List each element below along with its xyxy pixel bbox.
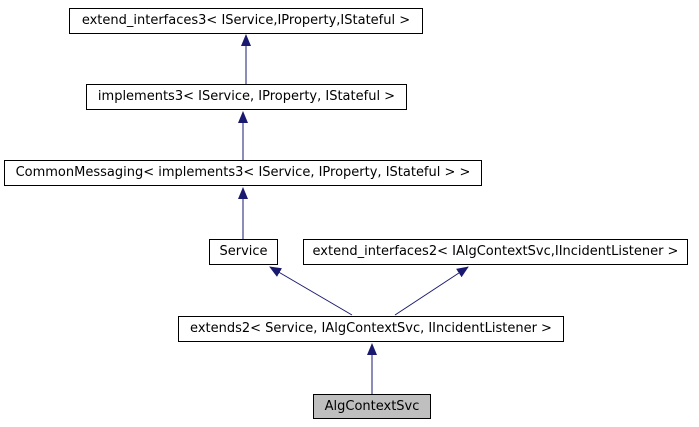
node-extend-interfaces3[interactable]: extend_interfaces3< IService,IProperty,I… bbox=[69, 8, 423, 34]
node-service[interactable]: Service bbox=[209, 239, 278, 265]
node-algcontextsvc-current: AlgContextSvc bbox=[313, 394, 431, 419]
node-implements3[interactable]: implements3< IService, IProperty, IState… bbox=[86, 84, 407, 110]
node-extend-interfaces2[interactable]: extend_interfaces2< IAlgContextSvc,IInci… bbox=[303, 239, 688, 265]
node-commonmessaging[interactable]: CommonMessaging< implements3< IService, … bbox=[4, 160, 482, 186]
edge-extends2-to-service bbox=[269, 266, 353, 316]
node-extends2[interactable]: extends2< Service, IAlgContextSvc, IInci… bbox=[178, 316, 564, 342]
edge-extends2-to-extend-interfaces2 bbox=[394, 266, 469, 316]
